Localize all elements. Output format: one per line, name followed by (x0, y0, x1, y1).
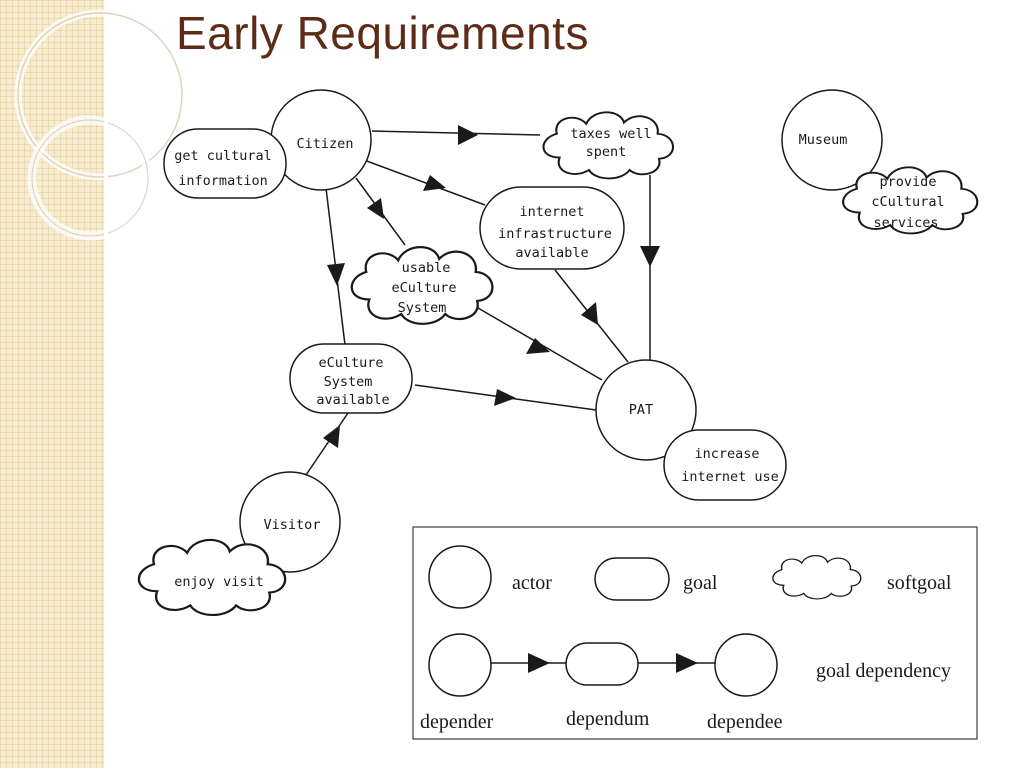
actor-visitor-label: Visitor (264, 517, 321, 533)
legend-dependee-shape (714, 633, 778, 697)
legend-actor-label: actor (512, 572, 552, 594)
legend-actor-shape (428, 545, 492, 609)
actor-citizen: Citizen (270, 89, 372, 191)
goal-internet-infrastructure-available: internet infrastructure available (479, 186, 625, 270)
legend-depender-label: depender (420, 711, 494, 733)
goal-eculture-system-available: eCulture System available (289, 343, 413, 414)
legend-dependee-label: dependee (707, 711, 783, 733)
actor-visitor: Visitor (239, 471, 341, 573)
softgoal-provide-ecultural-services (842, 166, 979, 235)
legend-softgoal-label: softgoal (887, 572, 952, 594)
goal-eculture-system-available-line-3: available (316, 392, 389, 408)
softgoal-enjoy-visit-label: enjoy visit (174, 574, 263, 590)
softgoal-usable-eculture-system (350, 246, 494, 325)
actor-museum-label: Museum (799, 132, 848, 148)
softgoal-taxes-well-spent (542, 111, 675, 180)
goal-increase-internet-use: increase internet use (663, 429, 787, 501)
softgoal-taxes-well-spent-line-1: taxes well (570, 126, 651, 142)
softgoal-provide-ecultural-services-line-1: provide (880, 174, 937, 190)
softgoal-enjoy-visit (137, 538, 287, 617)
slide-title: Early Requirements (176, 7, 589, 59)
goal-get-cultural-information: get cultural information (163, 128, 287, 199)
goal-increase-internet-use-line-2: internet use (681, 469, 779, 485)
legend-depender-shape (428, 633, 492, 697)
actor-museum: Museum (781, 89, 883, 191)
legend-dependum-shape (565, 642, 639, 686)
legend-goal-shape (594, 557, 670, 601)
softgoal-usable-eculture-system-line-1: usable (402, 260, 451, 276)
legend: actor goal softgoal goal dependency depe… (412, 526, 978, 740)
softgoal-provide-ecultural-services-line-3: services (873, 215, 938, 231)
legend-softgoal-shape (772, 554, 862, 600)
actor-citizen-label: Citizen (297, 136, 354, 152)
softgoal-usable-eculture-system-line-3: System (398, 300, 447, 316)
decorative-sidebar (0, 0, 104, 768)
decorative-rings (14, 9, 186, 241)
legend-dependum-label: dependum (566, 708, 650, 730)
legend-goal-label: goal (683, 572, 718, 594)
legend-goal-dependency-label: goal dependency (816, 660, 951, 682)
goal-internet-infrastructure-line-1: internet (519, 204, 584, 220)
softgoal-usable-eculture-system-line-2: eCulture (391, 280, 456, 296)
goal-eculture-system-available-line-1: eCulture (318, 355, 383, 371)
goal-eculture-system-available-line-2: System (324, 374, 373, 390)
softgoal-provide-ecultural-services-line-2: cCultural (871, 194, 944, 210)
actor-pat: PAT (595, 359, 697, 461)
softgoal-taxes-well-spent-line-2: spent (586, 144, 627, 160)
actor-pat-label: PAT (629, 402, 653, 418)
goal-get-cultural-information-line-2: information (178, 173, 267, 189)
goal-internet-infrastructure-line-2: infrastructure (498, 226, 612, 242)
goal-internet-infrastructure-line-3: available (515, 245, 588, 261)
goal-increase-internet-use-line-1: increase (694, 446, 759, 462)
dependency-arrowheads (323, 125, 660, 448)
goal-get-cultural-information-line-1: get cultural (174, 148, 272, 164)
